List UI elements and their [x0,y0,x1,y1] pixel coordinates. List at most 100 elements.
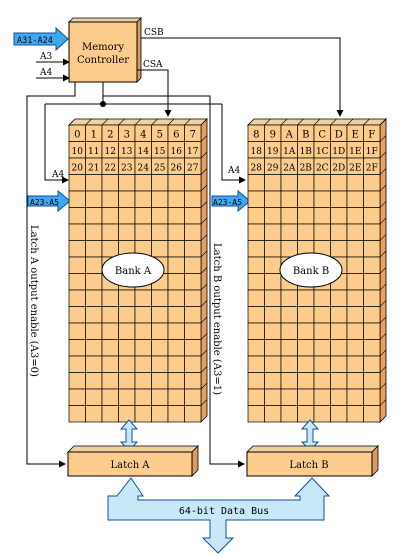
bank-a-cell-label: 1 [91,129,97,140]
bank-b-cell [313,190,331,208]
bank-a-cell [134,306,152,324]
bank-b-cell [280,339,298,357]
bank-a-cell [68,174,86,192]
bank-a-cell [184,322,202,340]
bank-b-cell-label: F [368,129,375,140]
bank-a-cell [118,174,136,192]
bank-b-cell [247,289,265,307]
bank-a-cell-label: 4 [140,129,146,140]
latch-a-label: Latch A [110,460,150,471]
bank-b-cell [330,322,348,340]
bank-b-cell [247,256,265,274]
bank-a-cell [85,240,103,258]
bank-b-cell-label: 2E [349,163,361,173]
bank-b-cell [297,174,315,192]
bank-b-cell [247,372,265,390]
bank-b-cell [264,256,282,274]
bank-a-cell [118,207,136,225]
bank-b-cell [297,322,315,340]
bank-b-cell [247,306,265,324]
bank-b-cell [297,355,315,373]
bank-b-cell [280,322,298,340]
bank-a-cell [85,355,103,373]
bank-a-cell [151,190,169,208]
bank-a-cell-label: 10 [72,147,84,157]
bank-b-cell [363,339,381,357]
bank-b-cell [363,207,381,225]
bank-b-cell [297,339,315,357]
bank-a-cell [68,240,86,258]
bank-b-cell [247,405,265,423]
bank-a-cell [184,372,202,390]
csb-label: CSB [144,28,164,38]
bank-a-cell [68,190,86,208]
bank-b-cell-label: 9 [270,129,276,140]
bank-a-cell-label: 6 [173,129,179,140]
bank-a-cell [85,223,103,241]
bank-a-cell [68,256,86,274]
bank-a-cell [134,388,152,406]
bank-b-cell [297,405,315,423]
memory-controller: Memory Controller [68,17,142,83]
bank-a-cell [134,190,152,208]
bank-b-cell [297,306,315,324]
bank-a-cell [151,388,169,406]
bank-a-cell-label: 11 [88,147,99,157]
bank-b-cell [346,388,364,406]
bank-a-cell [101,322,119,340]
bank-b-cell [313,207,331,225]
bank-a-cell [101,174,119,192]
bank-a-cell [118,339,136,357]
address-arrow-right: A23-A5 [211,189,251,213]
bank-b-cell [313,306,331,324]
bank-a-cell [134,322,152,340]
bank-b-cell [330,207,348,225]
bank-a-cell [68,207,86,225]
bank-a-cell-label: 12 [105,147,116,157]
bank-b-cell [346,223,364,241]
address-arrow-left: A23-A5 [27,189,71,213]
bank-b-cell [264,322,282,340]
a23-a5-left-label: A23-A5 [30,198,59,207]
bank-b-cell [363,240,381,258]
bank-b-cell [313,355,331,373]
controller-label-2: Controller [77,55,129,66]
bank-b-cell [280,190,298,208]
bank-b-cell [247,223,265,241]
bank-a-cell [134,223,152,241]
bank-b-cell [247,240,265,258]
bank-a-cell [68,289,86,307]
bank-b-cell [247,207,265,225]
bank-b-cell-label: 1D [332,147,345,157]
bank-b-cell-label: 19 [267,147,279,157]
bank-a-cell [101,240,119,258]
bank-a-cell-label: 27 [187,163,199,173]
bank-a-cell [167,339,185,357]
bank-a-cell [134,372,152,390]
bank-a-cell [184,240,202,258]
bank-b-cell [330,372,348,390]
bank-a-cell [85,372,103,390]
bank-b-cell [297,388,315,406]
bank-a-cell [184,273,202,291]
bank-a-cell [85,306,103,324]
bank-b-cell [363,190,381,208]
bank-a-cell [85,322,103,340]
bank-a-cell [184,306,202,324]
bank-a-cell [184,339,202,357]
bank-b-cell-label: 2F [366,163,378,173]
bank-b-cell [264,289,282,307]
bank-b-cell [346,289,364,307]
bank-b-cell [264,240,282,258]
bank-a-cell-label: 21 [88,163,99,173]
bank-b-cell-label: 18 [251,147,263,157]
bank-a-cell [184,289,202,307]
bank-b-cell [264,405,282,423]
bank-b-cell [346,322,364,340]
input-a31-a24: A31-A24 [13,26,69,52]
bank-a-cell [101,190,119,208]
bank-b-cell [280,289,298,307]
bank-b-cell [346,190,364,208]
bank-a-label: Bank A [115,266,152,277]
bank-b-cell-label: 2C [316,163,329,173]
